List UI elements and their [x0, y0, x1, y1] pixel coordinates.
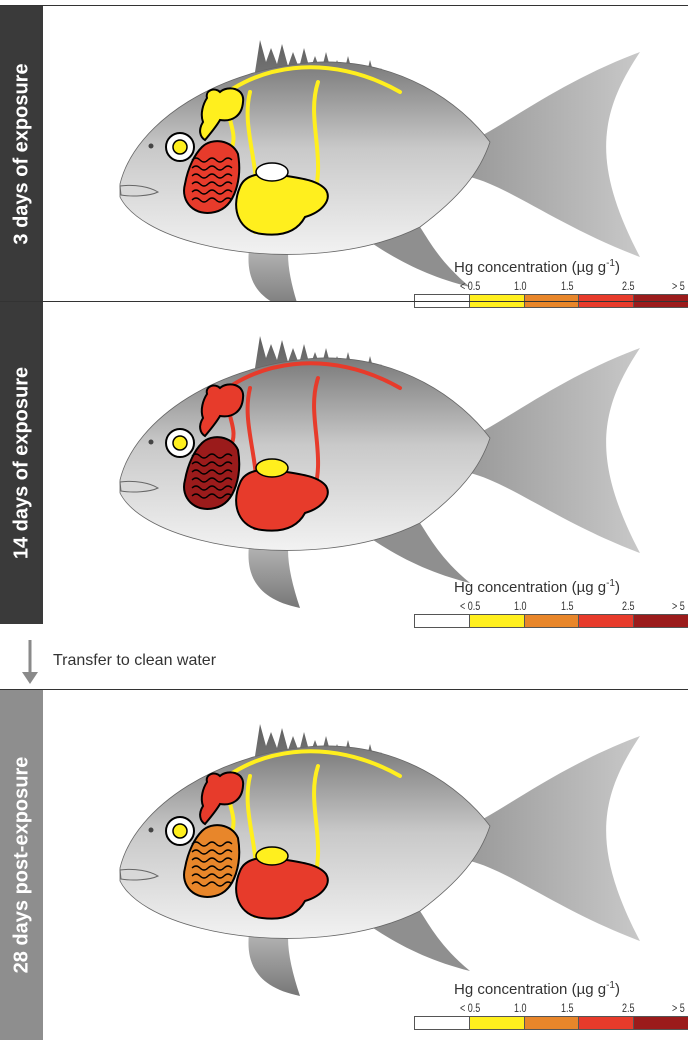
legend-title-exponent: -1: [606, 258, 615, 269]
gallbladder: [256, 163, 288, 181]
legend-swatch: [414, 614, 470, 628]
gallbladder: [256, 459, 288, 477]
legend-title-unit: µg g: [577, 579, 607, 596]
legend-tick: 1.0: [514, 1001, 527, 1015]
legend-title-suffix: ): [615, 579, 620, 596]
legend-swatch: [633, 1016, 688, 1030]
legend-tick: 1.0: [514, 279, 527, 293]
legend-swatch: [469, 1016, 525, 1030]
nostril: [149, 828, 154, 833]
tail-fin: [470, 736, 640, 941]
legend-title-exponent: -1: [606, 578, 615, 589]
legend-swatch: [578, 1016, 634, 1030]
panel-14-days: 14 days of exposure Hg concentration (µg…: [0, 301, 688, 624]
legend-tick: < 0.5: [460, 1001, 480, 1015]
legend-title: Hg concentration (µg g-1): [454, 578, 620, 596]
legend-title: Hg concentration (µg g-1): [454, 258, 620, 276]
transfer-step: Transfer to clean water: [0, 638, 688, 688]
legend-title-prefix: Hg concentration (: [454, 981, 577, 998]
legend-tick: > 5: [672, 279, 685, 293]
legend-tick: < 0.5: [460, 599, 480, 613]
legend-tick: 2.5: [622, 279, 635, 293]
legend-tick: 1.5: [561, 1001, 574, 1015]
legend-tick: > 5: [672, 1001, 685, 1015]
legend-tick: 2.5: [622, 1001, 635, 1015]
tail-fin: [470, 52, 640, 257]
eye-lens: [173, 824, 187, 838]
legend-swatch: [414, 1016, 470, 1030]
fish-diagram: [0, 302, 688, 624]
legend-swatch: [633, 614, 688, 628]
hg-legend: Hg concentration (µg g-1) < 0.5 1.0 1.5 2.5 >…: [414, 980, 688, 1040]
hg-legend: Hg concentration (µg g-1) < 0.5 1.0 1.5 2.5 >…: [414, 578, 688, 638]
legend-swatch: [524, 1016, 580, 1030]
legend-title-exponent: -1: [606, 980, 615, 991]
nostril: [149, 440, 154, 445]
gallbladder: [256, 847, 288, 865]
tail-fin: [470, 348, 640, 553]
legend-tick: < 0.5: [460, 279, 480, 293]
fish-group: [120, 336, 640, 608]
legend-title-prefix: Hg concentration (: [454, 259, 577, 276]
legend-title-unit: µg g: [577, 981, 607, 998]
legend-tick: 2.5: [622, 599, 635, 613]
legend-swatch: [469, 614, 525, 628]
transfer-text: Transfer to clean water: [53, 652, 216, 670]
panel-28-days-post: 28 days post-exposure Hg concentration (…: [0, 689, 688, 1040]
eye-lens: [173, 436, 187, 450]
legend-swatch: [524, 614, 580, 628]
legend-swatch: [578, 614, 634, 628]
legend-title-suffix: ): [615, 981, 620, 998]
eye-lens: [173, 140, 187, 154]
legend-title: Hg concentration (µg g-1): [454, 980, 620, 998]
legend-tick: 1.5: [561, 279, 574, 293]
legend-title-prefix: Hg concentration (: [454, 579, 577, 596]
legend-title-unit: µg g: [577, 259, 607, 276]
legend-tick: 1.0: [514, 599, 527, 613]
nostril: [149, 144, 154, 149]
down-arrow-icon: [10, 638, 50, 688]
panel-3-days: 3 days of exposure Hg concentration (µg …: [0, 5, 688, 302]
legend-tick: 1.5: [561, 599, 574, 613]
fish-group: [120, 724, 640, 996]
legend-title-suffix: ): [615, 259, 620, 276]
legend-tick: > 5: [672, 599, 685, 613]
